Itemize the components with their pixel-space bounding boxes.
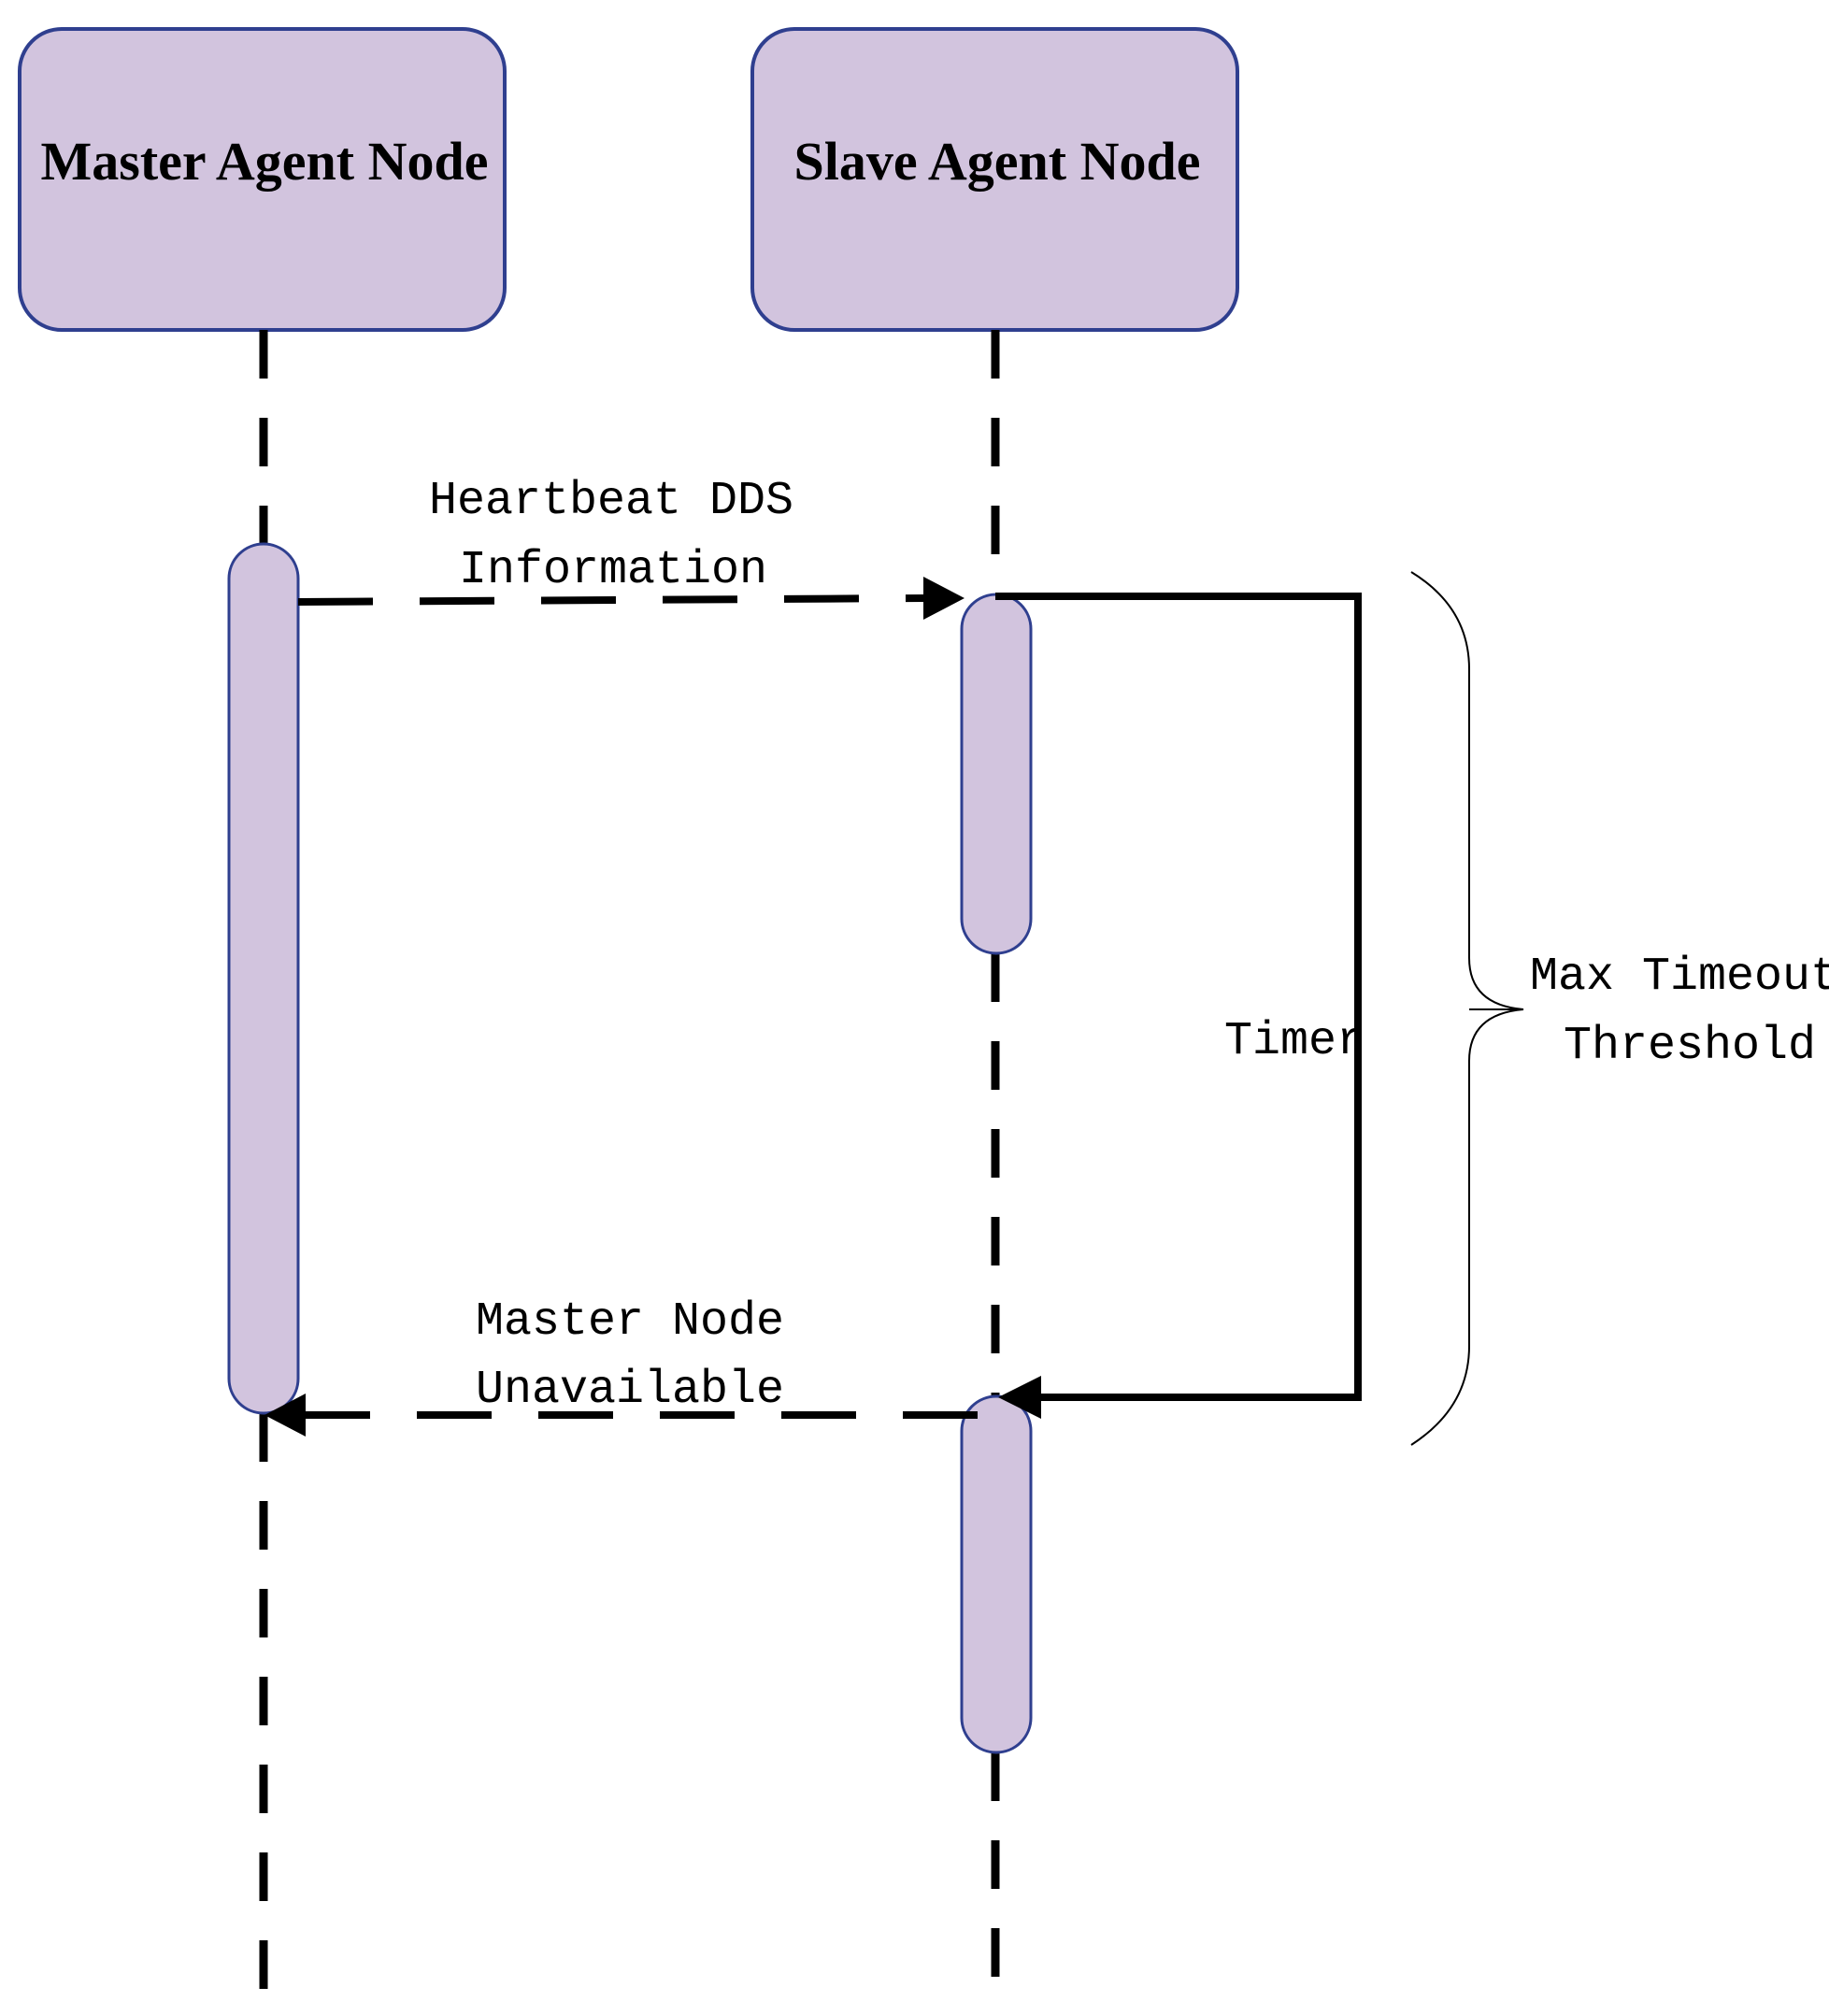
unavailable-message: Master Node Unavailable [264,1295,978,1437]
threshold-label-line2: Threshold [1564,1020,1816,1073]
heartbeat-message: Heartbeat DDS Information [297,475,965,620]
heartbeat-arrowhead [923,577,965,620]
master-agent-title: Master Agent Node [41,131,489,192]
timer-loop: Timer [995,593,1365,1419]
timer-arrowhead [998,1376,1041,1419]
timer-line [995,593,1362,1401]
max-timeout-brace: Max Timeout Threshold [1410,571,1829,1446]
heartbeat-label-line1: Heartbeat DDS [429,475,793,528]
heartbeat-arrow-line [297,594,926,606]
slave-agent-participant: Slave Agent Node [750,27,1239,332]
unavailable-label-line2: Unavailable [476,1364,784,1417]
master-agent-participant: Master Agent Node [18,27,507,332]
threshold-label-line1: Max Timeout [1530,951,1829,1004]
unavailable-arrowhead [264,1394,306,1437]
master-activation-bar [227,542,300,1415]
heartbeat-label-line2: Information [459,544,767,597]
slave-activation-bar-1 [960,593,1033,955]
slave-activation-bar-2 [960,1394,1033,1754]
unavailable-label-line1: Master Node [476,1295,784,1349]
slave-agent-title: Slave Agent Node [794,131,1201,192]
timer-label: Timer [1224,1015,1365,1068]
